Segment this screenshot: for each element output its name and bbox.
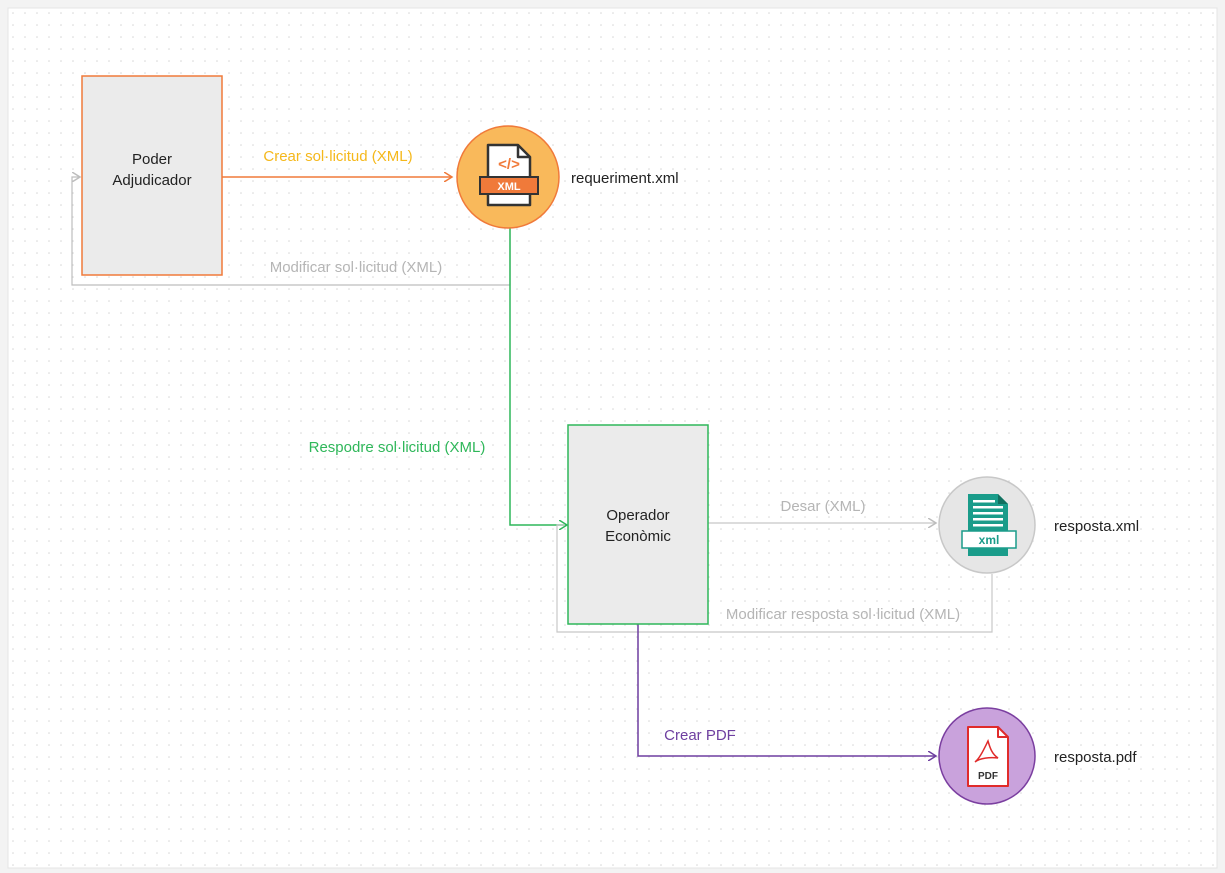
edge-label-modificar-resposta: Modificar resposta sol·licitud (XML)	[726, 606, 960, 623]
edge-modificar-resposta: Modificar resposta sol·licitud (XML)	[556, 524, 993, 633]
node-label-line1: Operador	[606, 507, 669, 524]
file-node-resposta-pdf[interactable]: PDF resposta.pdf	[938, 707, 1137, 805]
svg-text:</>: </>	[498, 156, 520, 173]
node-label-line2: Econòmic	[605, 528, 671, 545]
xml-document-file-icon: xml	[961, 494, 1017, 556]
pdf-file-icon: PDF	[967, 726, 1009, 787]
file-node-resposta-xml[interactable]: xml resposta.xml	[938, 476, 1139, 574]
edge-label-respondre: Respodre sol·licitud (XML)	[309, 439, 486, 456]
node-label-line1: Poder	[132, 151, 172, 168]
xml-code-file-icon: </> XML	[479, 143, 539, 207]
file-name-resposta-pdf: resposta.pdf	[1054, 749, 1137, 766]
node-label-line2: Adjudicador	[112, 172, 191, 189]
file-name-resposta-xml: resposta.xml	[1054, 518, 1139, 535]
file-node-requeriment[interactable]: </> XML requeriment.xml	[456, 125, 679, 229]
xml-badge: xml	[979, 533, 1000, 547]
file-name-requeriment: requeriment.xml	[571, 170, 679, 187]
xml-badge: XML	[497, 181, 521, 193]
edge-label-crear: Crear sol·licitud (XML)	[263, 148, 412, 165]
node-poder-adjudicador[interactable]: Poder Adjudicador	[81, 75, 223, 276]
edge-label-crear-pdf: Crear PDF	[664, 727, 736, 744]
pdf-badge: PDF	[978, 771, 998, 782]
edge-crear-pdf: Crear PDF	[637, 624, 936, 756]
edge-crear-solicitud: Crear sol·licitud (XML)	[222, 148, 452, 177]
edge-label-desar: Desar (XML)	[780, 498, 865, 515]
edge-desar: Desar (XML)	[708, 498, 936, 523]
node-operador-economic[interactable]: Operador Econòmic	[567, 424, 709, 625]
edge-label-modificar: Modificar sol·licitud (XML)	[270, 259, 443, 276]
edge-respondre-solicitud: Respodre sol·licitud (XML)	[309, 228, 567, 525]
